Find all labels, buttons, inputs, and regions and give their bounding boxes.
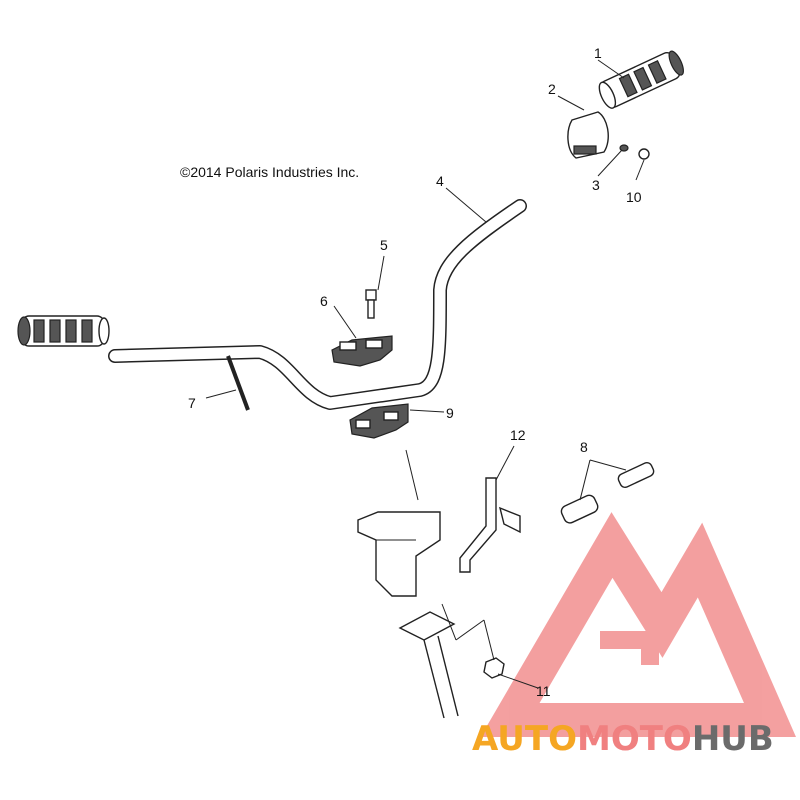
callout-5: 5 (380, 237, 388, 253)
upper-clamp (331, 335, 393, 367)
callout-12: 12 (510, 427, 526, 443)
callout-labels: 1 2 3 4 5 6 7 8 9 10 11 12 (188, 45, 642, 699)
bolt-5 (365, 289, 377, 319)
watermark-part-hub: HUB (692, 719, 774, 759)
callout-6: 6 (320, 293, 328, 309)
callout-3: 3 (592, 177, 600, 193)
steering-post (398, 611, 459, 719)
lower-clamp (349, 403, 409, 439)
watermark-text: AUTOMOTOHUB (472, 719, 774, 759)
handlebar (108, 199, 527, 410)
copyright-text: ©2014 Polaris Industries Inc. (180, 164, 359, 180)
watermark-logo (480, 512, 796, 737)
right-grip (598, 50, 684, 109)
leader-lines (205, 59, 645, 689)
callout-2: 2 (548, 81, 556, 97)
switch-8 (560, 461, 655, 524)
callout-1: 1 (594, 45, 602, 61)
rod-7 (226, 355, 250, 411)
screw-10 (638, 148, 650, 160)
bracket-12 (459, 477, 521, 573)
callout-7: 7 (188, 395, 196, 411)
left-grip (17, 315, 110, 347)
mount-bracket (357, 511, 441, 597)
callout-11: 11 (536, 683, 551, 699)
callout-10: 10 (626, 189, 642, 205)
callout-8: 8 (580, 439, 588, 455)
screw-3 (619, 144, 629, 152)
nut-11 (483, 657, 505, 679)
callout-9: 9 (446, 405, 454, 421)
callout-4: 4 (436, 173, 444, 189)
watermark-part-auto: AUTO (472, 719, 577, 759)
throttle-housing (567, 111, 609, 159)
watermark-part-moto: MOTO (577, 719, 692, 759)
